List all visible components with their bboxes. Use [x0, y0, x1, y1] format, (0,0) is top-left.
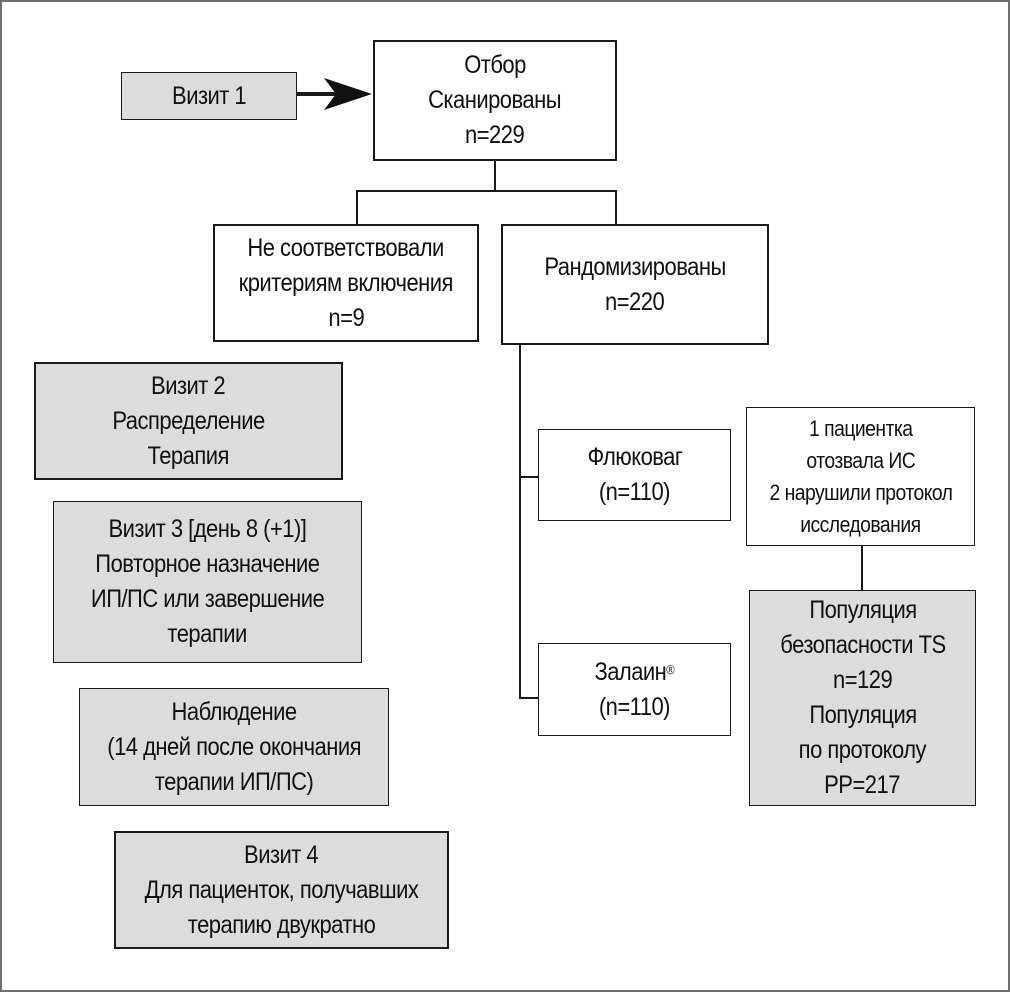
- populations-box: Популяция безопасности TS n=129 Популяци…: [749, 590, 976, 806]
- populations-line-1: Популяция: [808, 596, 917, 624]
- dropouts-line-1: 1 пациентка: [808, 415, 913, 441]
- populations-line-5: по протоколу: [798, 736, 927, 764]
- excluded-line-1: Не соответствовали: [247, 233, 445, 262]
- visit-4-box: Визит 4 Для пациенток, получавших терапи…: [114, 831, 449, 949]
- zalain-n: (n=110): [598, 692, 671, 721]
- connector-line: [519, 345, 521, 699]
- flukovag-arm-box: Флюковаг (n=110): [538, 429, 731, 521]
- visit-1-label: Визит 1: [171, 81, 247, 110]
- screening-line-1: Отбор: [464, 51, 526, 79]
- excluded-box: Не соответствовали критериям включения n…: [213, 224, 479, 342]
- visit-4-line-3: терапию двукратно: [187, 910, 376, 939]
- observation-line-1: Наблюдение: [171, 697, 297, 726]
- observation-box: Наблюдение (14 дней после окончания тера…: [79, 688, 389, 806]
- populations-line-6: PP=217: [824, 771, 901, 799]
- dropouts-line-3: 2 нарушили протокол: [769, 479, 953, 505]
- arrow-icon: [296, 78, 372, 110]
- visit-1-box: Визит 1: [121, 72, 297, 120]
- visit-2-line-1: Визит 2: [151, 371, 226, 400]
- connector-line: [494, 161, 496, 191]
- visit-3-line-3: ИП/ПС или завершение: [90, 585, 325, 613]
- populations-line-2: безопасности TS: [779, 631, 946, 659]
- connector-line: [519, 697, 539, 699]
- visit-3-line-1: Визит 3 [день 8 (+1)]: [108, 515, 307, 543]
- visit-2-line-2: Распределение: [112, 406, 265, 435]
- randomized-line-1: Рандомизированы: [544, 252, 726, 281]
- excluded-line-2: критериям включения: [238, 268, 454, 297]
- flukovag-name: Флюковаг: [587, 443, 682, 471]
- connector-line: [519, 476, 539, 478]
- populations-line-4: Популяция: [808, 701, 917, 729]
- trademark-sign: ®: [666, 661, 675, 677]
- dropouts-box: 1 пациентка отозвала ИС 2 нарушили прото…: [746, 407, 975, 546]
- connector-line: [615, 190, 617, 225]
- zalain-arm-box: Залаин® (n=110): [538, 643, 731, 736]
- connector-line: [356, 190, 616, 192]
- populations-line-3: n=129: [832, 666, 893, 694]
- observation-line-2: (14 дней после окончания: [107, 732, 361, 761]
- flukovag-n: (n=110): [598, 478, 671, 506]
- connector-line: [356, 190, 358, 224]
- randomized-line-2: n=220: [605, 287, 665, 316]
- visit-3-box: Визит 3 [день 8 (+1)] Повторное назначен…: [53, 501, 362, 663]
- zalain-name: Залаин: [594, 657, 667, 686]
- screening-line-3: n=229: [465, 121, 525, 149]
- screening-line-2: Сканированы: [428, 86, 563, 114]
- dropouts-line-4: исследования: [800, 511, 921, 537]
- observation-line-3: терапии ИП/ПС): [154, 767, 314, 796]
- screening-box: Отбор Сканированы n=229: [373, 40, 617, 161]
- connector-line: [861, 546, 863, 591]
- visit-4-line-2: Для пациенток, получавших: [144, 875, 419, 904]
- visit-2-box: Визит 2 Распределение Терапия: [34, 362, 343, 480]
- excluded-line-3: n=9: [328, 303, 364, 332]
- visit-3-line-4: терапии: [167, 620, 248, 648]
- visit-3-line-2: Повторное назначение: [95, 550, 320, 578]
- dropouts-line-2: отозвала ИС: [806, 447, 915, 473]
- zalain-name-wrap: Залаин®: [595, 655, 675, 690]
- randomized-box: Рандомизированы n=220: [501, 224, 769, 345]
- visit-4-line-1: Визит 4: [244, 840, 319, 869]
- visit-2-line-3: Терапия: [147, 441, 230, 470]
